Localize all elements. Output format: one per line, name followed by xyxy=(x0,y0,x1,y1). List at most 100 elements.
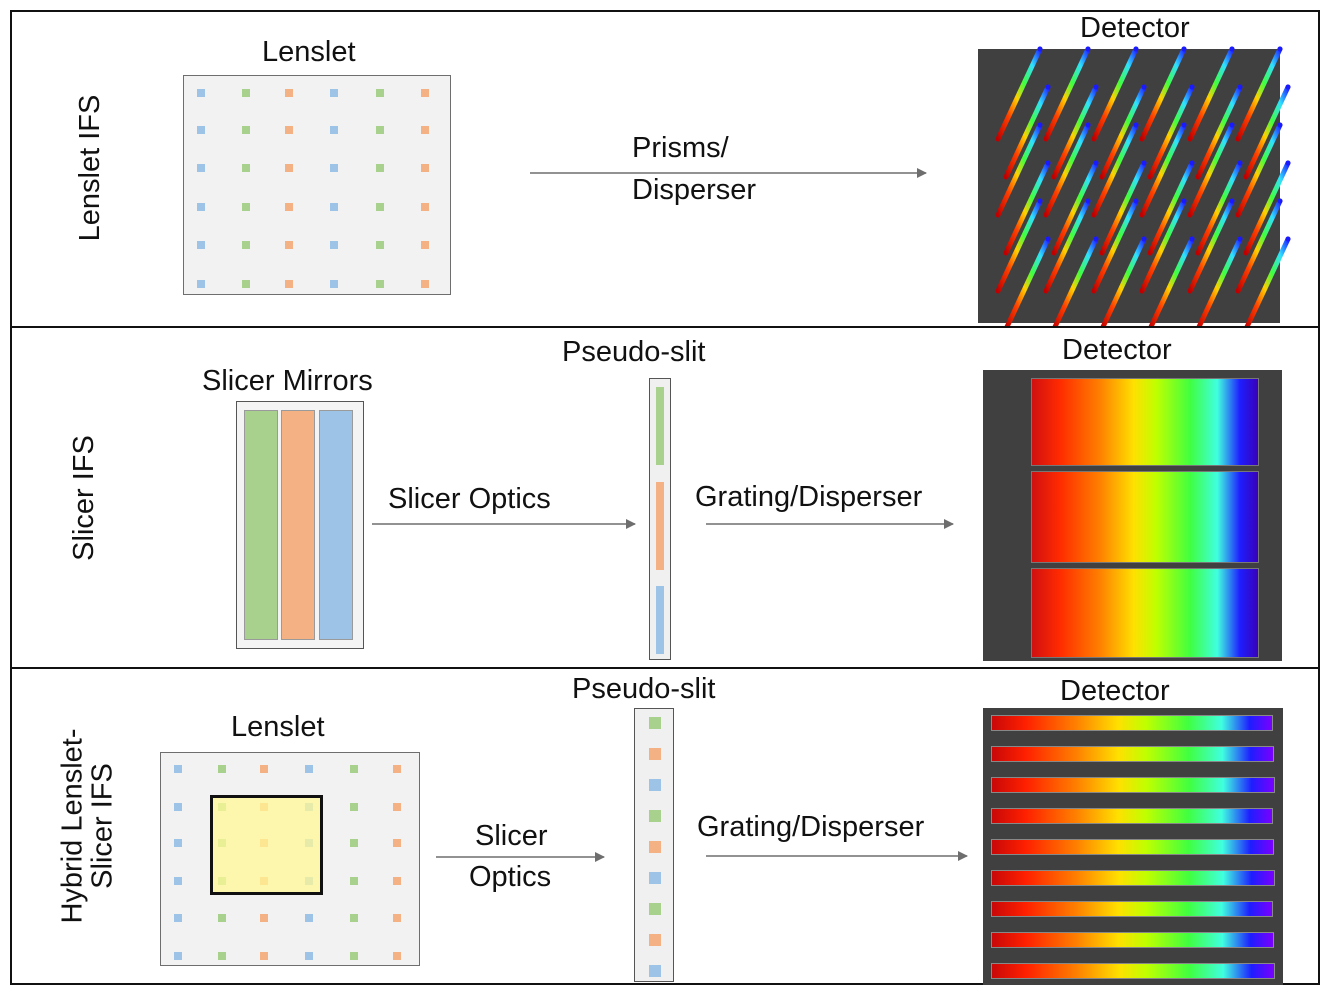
lenslet-dot xyxy=(305,914,313,922)
detector-label-2: Detector xyxy=(1062,334,1172,366)
spectrum-tip xyxy=(1237,84,1243,90)
lenslet-spectrum xyxy=(1003,236,1051,332)
lenslet-dot xyxy=(260,765,268,773)
slit-square xyxy=(649,965,661,977)
spectrum-tip xyxy=(1045,84,1051,90)
lenslet-dot xyxy=(350,952,358,960)
lenslet-spectrum xyxy=(1147,84,1195,180)
lenslet-spectrum xyxy=(1243,84,1291,180)
grating-label-2: Grating/Disperser xyxy=(697,811,925,843)
spectrum-tip xyxy=(1045,236,1051,242)
pseudo-slit-2 xyxy=(634,708,674,982)
lenslet-dot xyxy=(174,952,182,960)
spectrum-tip xyxy=(1237,160,1243,166)
lenslet-dot xyxy=(242,89,250,97)
lenslet-dot xyxy=(330,280,338,288)
lenslet-dot xyxy=(393,914,401,922)
lenslet-dot xyxy=(218,952,226,960)
spectrum-tip xyxy=(1037,198,1043,204)
detector-label-3: Detector xyxy=(1060,675,1170,707)
spectrum-tip xyxy=(1093,236,1099,242)
lenslet-array xyxy=(183,75,451,295)
slicer-subfield-box xyxy=(210,795,323,895)
lenslet-dot xyxy=(197,241,205,249)
spectrum-tip xyxy=(1285,160,1291,166)
slit-square xyxy=(649,934,661,946)
lenslet-spectrum xyxy=(995,46,1043,142)
slit-segment-green xyxy=(656,387,664,465)
slit-segment-orange xyxy=(656,482,664,570)
lenslet-dot xyxy=(376,126,384,134)
pseudo-slit-label-1: Pseudo-slit xyxy=(562,336,706,368)
spectrum-tip xyxy=(1093,84,1099,90)
lenslet-spectrum xyxy=(1147,160,1195,256)
lenslet-spectra xyxy=(995,46,1291,332)
spectrum-tip xyxy=(1093,160,1099,166)
lenslet-dot xyxy=(242,126,250,134)
lenslet-spectrum xyxy=(1043,198,1091,294)
lenslet-dot xyxy=(350,839,358,847)
lenslet-dot xyxy=(376,241,384,249)
lenslet-dot xyxy=(330,164,338,172)
lenslet-dot xyxy=(376,280,384,288)
spectrum-tip xyxy=(1181,198,1187,204)
prisms-label: Prisms/ xyxy=(632,132,729,164)
spectrum-tip xyxy=(1133,122,1139,128)
slit-square xyxy=(649,779,661,791)
slit-square xyxy=(649,748,661,760)
lenslet-spectrum xyxy=(1091,122,1139,218)
lenslet-dot xyxy=(260,914,268,922)
spectrum-tip xyxy=(1181,46,1187,52)
spectrum-tip xyxy=(1141,236,1147,242)
lenslet-dot xyxy=(421,164,429,172)
lenslet-dot xyxy=(330,203,338,211)
lenslet-dot xyxy=(421,126,429,134)
spectrum-tip xyxy=(1141,160,1147,166)
lenslet-dot xyxy=(421,280,429,288)
hybrid-row-label-line2: Slicer IFS xyxy=(87,763,119,889)
lenslet-spectrum xyxy=(1043,46,1091,142)
spectrum-stripe xyxy=(991,715,1273,731)
lenslet-dot xyxy=(376,203,384,211)
lenslet-dot xyxy=(421,241,429,249)
spectrum-tip xyxy=(1181,122,1187,128)
slicer-optics-line1: Slicer xyxy=(475,820,548,852)
lenslet-dot xyxy=(285,164,293,172)
spectrum-stripe xyxy=(991,932,1274,948)
spectrum-tip xyxy=(1229,198,1235,204)
detector-slicer xyxy=(983,370,1282,661)
lenslet-spectrum xyxy=(1235,122,1283,218)
spectrum-stripe xyxy=(991,901,1273,917)
lenslet-dot xyxy=(197,164,205,172)
detector-label-1: Detector xyxy=(1080,12,1190,44)
lenslet-dot xyxy=(242,164,250,172)
lenslet-dot xyxy=(350,803,358,811)
lenslet-dot xyxy=(421,203,429,211)
lenslet-dot xyxy=(174,765,182,773)
spectrum-stripe xyxy=(991,963,1275,979)
spectrum-tip xyxy=(1277,46,1283,52)
spectrum-tip xyxy=(1285,84,1291,90)
lenslet-dot xyxy=(218,914,226,922)
lenslet-dot xyxy=(393,839,401,847)
spectrum-tip xyxy=(1277,198,1283,204)
lenslet-dot xyxy=(174,914,182,922)
slit-segment-blue xyxy=(656,586,664,654)
spectrum-stripe xyxy=(991,839,1274,855)
lenslet-dot xyxy=(350,765,358,773)
lenslet-dot xyxy=(174,803,182,811)
slicer-optics-label: Slicer Optics xyxy=(388,483,551,515)
lenslet-dot xyxy=(376,164,384,172)
spectrum-tip xyxy=(1037,122,1043,128)
slicer-ifs-row-label: Slicer IFS xyxy=(67,435,100,561)
spectrum-tip xyxy=(1133,46,1139,52)
slit-square xyxy=(649,810,661,822)
lenslet-dot xyxy=(305,952,313,960)
lenslet-spectrum xyxy=(1187,122,1235,218)
lenslet-dot xyxy=(197,89,205,97)
lenslet-dot xyxy=(285,241,293,249)
spectrum-tip xyxy=(1141,84,1147,90)
lenslet-spectrum xyxy=(1195,160,1243,256)
lenslet-dot xyxy=(376,89,384,97)
lenslet-array-hybrid xyxy=(160,752,420,966)
